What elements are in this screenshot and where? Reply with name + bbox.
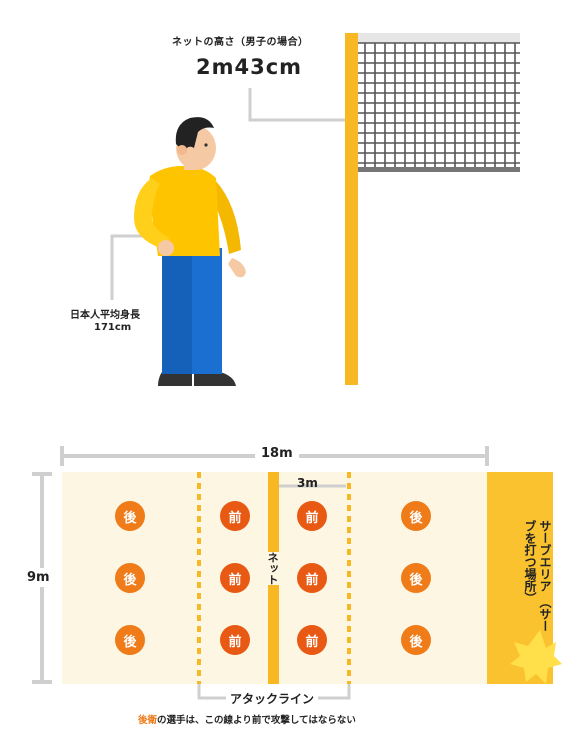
front-row-badge: 前 (220, 625, 250, 655)
net-top-band (358, 33, 520, 43)
serve-area-sublabel: （サーブを打つ場所） (523, 520, 552, 633)
attack-line-label: アタックライン (226, 690, 319, 707)
person-height-leader-line (110, 234, 148, 300)
back-row-badge: 後 (115, 501, 145, 531)
net-pole (345, 33, 358, 385)
front-row-badge: 前 (220, 501, 250, 531)
court-length-label: 18m (255, 446, 299, 461)
person-height-value: 171cm (94, 322, 132, 333)
front-row-badge: 前 (297, 563, 327, 593)
serve-area-label-block: サーブエリア （サーブを打つ場所） (496, 520, 552, 640)
person-figure (134, 117, 246, 386)
person-height-caption: 日本人平均身長 (70, 310, 140, 321)
note-highlight: 後衛 (138, 715, 158, 726)
net-bottom-band (358, 167, 520, 172)
net-height-leader-line (248, 88, 348, 122)
court-width-label: 9m (27, 568, 50, 587)
net-height-value: 2m43cm (196, 55, 303, 79)
front-row-badge: 前 (297, 625, 327, 655)
back-row-badge: 後 (115, 625, 145, 655)
back-row-badge: 後 (401, 563, 431, 593)
front-zone-label: 3m (297, 476, 318, 490)
note-text: の選手は、この線より前で攻撃してはならない (157, 715, 356, 726)
serve-area-burst-icon (510, 630, 562, 684)
back-row-badge: 後 (401, 501, 431, 531)
serve-area-label: サーブエリア (538, 520, 552, 592)
net-mesh (358, 42, 520, 170)
net-label: ネット (265, 552, 279, 585)
net-height-illustration (110, 33, 520, 386)
back-row-badge: 後 (401, 625, 431, 655)
attack-line-note: 後衛の選手は、この線より前で攻撃してはならない (138, 712, 356, 726)
back-row-badge: 後 (115, 563, 145, 593)
front-row-badge: 前 (220, 563, 250, 593)
net-height-caption: ネットの高さ（男子の場合） (172, 37, 309, 48)
front-row-badge: 前 (297, 501, 327, 531)
